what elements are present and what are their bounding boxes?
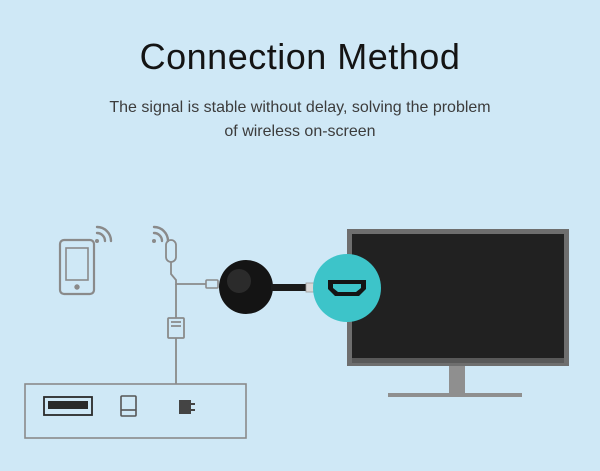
storage-icon xyxy=(120,395,137,417)
tv xyxy=(347,229,569,366)
micro-usb-connector xyxy=(205,279,219,289)
hdmi-dongle xyxy=(219,260,315,314)
wifi-icon xyxy=(95,225,113,243)
subtitle-line-1: The signal is stable without delay, solv… xyxy=(109,99,491,116)
hdmi-port-icon xyxy=(313,254,381,322)
usb-cable xyxy=(167,284,185,384)
wifi-antenna xyxy=(165,239,206,285)
subtitle-line-2: of wireless on-screen xyxy=(224,123,376,140)
page-subtitle: The signal is stable without delay, solv… xyxy=(60,96,540,144)
power-source-box xyxy=(24,383,247,439)
power-plug-icon xyxy=(179,400,195,414)
wifi-icon xyxy=(152,225,170,243)
phone-icon xyxy=(58,238,96,296)
usb-port-icon xyxy=(43,396,93,416)
tv-stand xyxy=(388,363,522,397)
page-title: Connection Method xyxy=(139,36,461,77)
